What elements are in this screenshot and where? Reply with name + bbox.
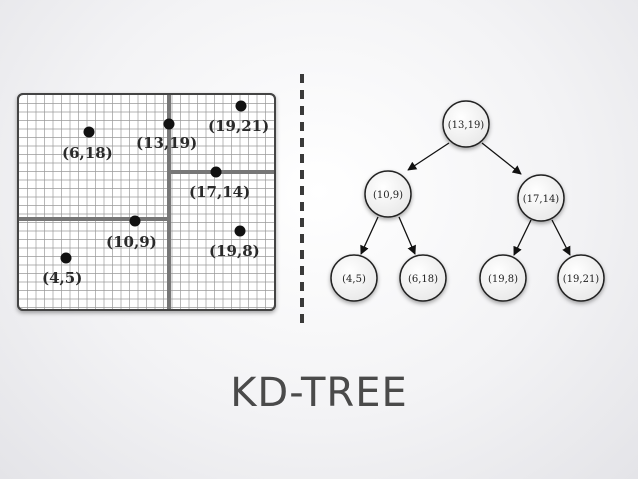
- tree-edge: [481, 142, 522, 175]
- tree-node-label: (17,14): [523, 194, 560, 205]
- tree-edges: [360, 142, 571, 256]
- point-label: (19,21): [208, 117, 269, 135]
- point-label: (17,14): [189, 183, 250, 201]
- tree-edge: [360, 216, 379, 255]
- point-label: (6,18): [62, 144, 113, 162]
- tree-node-leaf: (19,8): [479, 254, 527, 302]
- tree-node-label: (19,21): [563, 274, 600, 285]
- grid-lines: [19, 95, 274, 309]
- tree-node-label: (4,5): [342, 274, 366, 285]
- point-label: (4,5): [42, 269, 82, 287]
- tree-node-label: (19,8): [488, 274, 518, 285]
- point-dot: [129, 215, 141, 227]
- point-label: (13,19): [136, 134, 197, 152]
- tree-edge: [398, 216, 416, 255]
- point-dot: [60, 252, 72, 264]
- point-label: (10,9): [106, 233, 157, 251]
- tree-node-leaf: (4,5): [330, 254, 378, 302]
- tree-node: (17,14): [517, 174, 565, 222]
- tree-node-leaf: (19,21): [557, 254, 605, 302]
- grid-points: (6,18) (13,19) (19,21) (17,14) (10,9) (1…: [42, 100, 269, 287]
- tree-nodes: (13,19) (10,9) (17,14) (4,5) (6,18) (19,…: [330, 100, 605, 302]
- tree-node-root: (13,19): [442, 100, 490, 148]
- point-dot: [163, 118, 175, 130]
- point-dot: [210, 166, 222, 178]
- point-dot: [234, 225, 246, 237]
- point-dot: [235, 100, 247, 112]
- tree-edge: [551, 219, 571, 256]
- tree-edge: [513, 219, 532, 256]
- tree-node-label: (13,19): [448, 120, 485, 131]
- tree-node-leaf: (6,18): [399, 254, 447, 302]
- kd-partition-grid: [17, 93, 276, 311]
- tree-node: (10,9): [364, 170, 412, 218]
- point-label: (19,8): [209, 242, 260, 260]
- tree-node-label: (6,18): [408, 274, 438, 285]
- tree-edge: [407, 142, 450, 171]
- slide-caption: KD-TREE: [230, 370, 408, 416]
- tree-node-label: (10,9): [373, 190, 403, 201]
- grid-border: [17, 93, 276, 311]
- point-dot: [83, 126, 95, 138]
